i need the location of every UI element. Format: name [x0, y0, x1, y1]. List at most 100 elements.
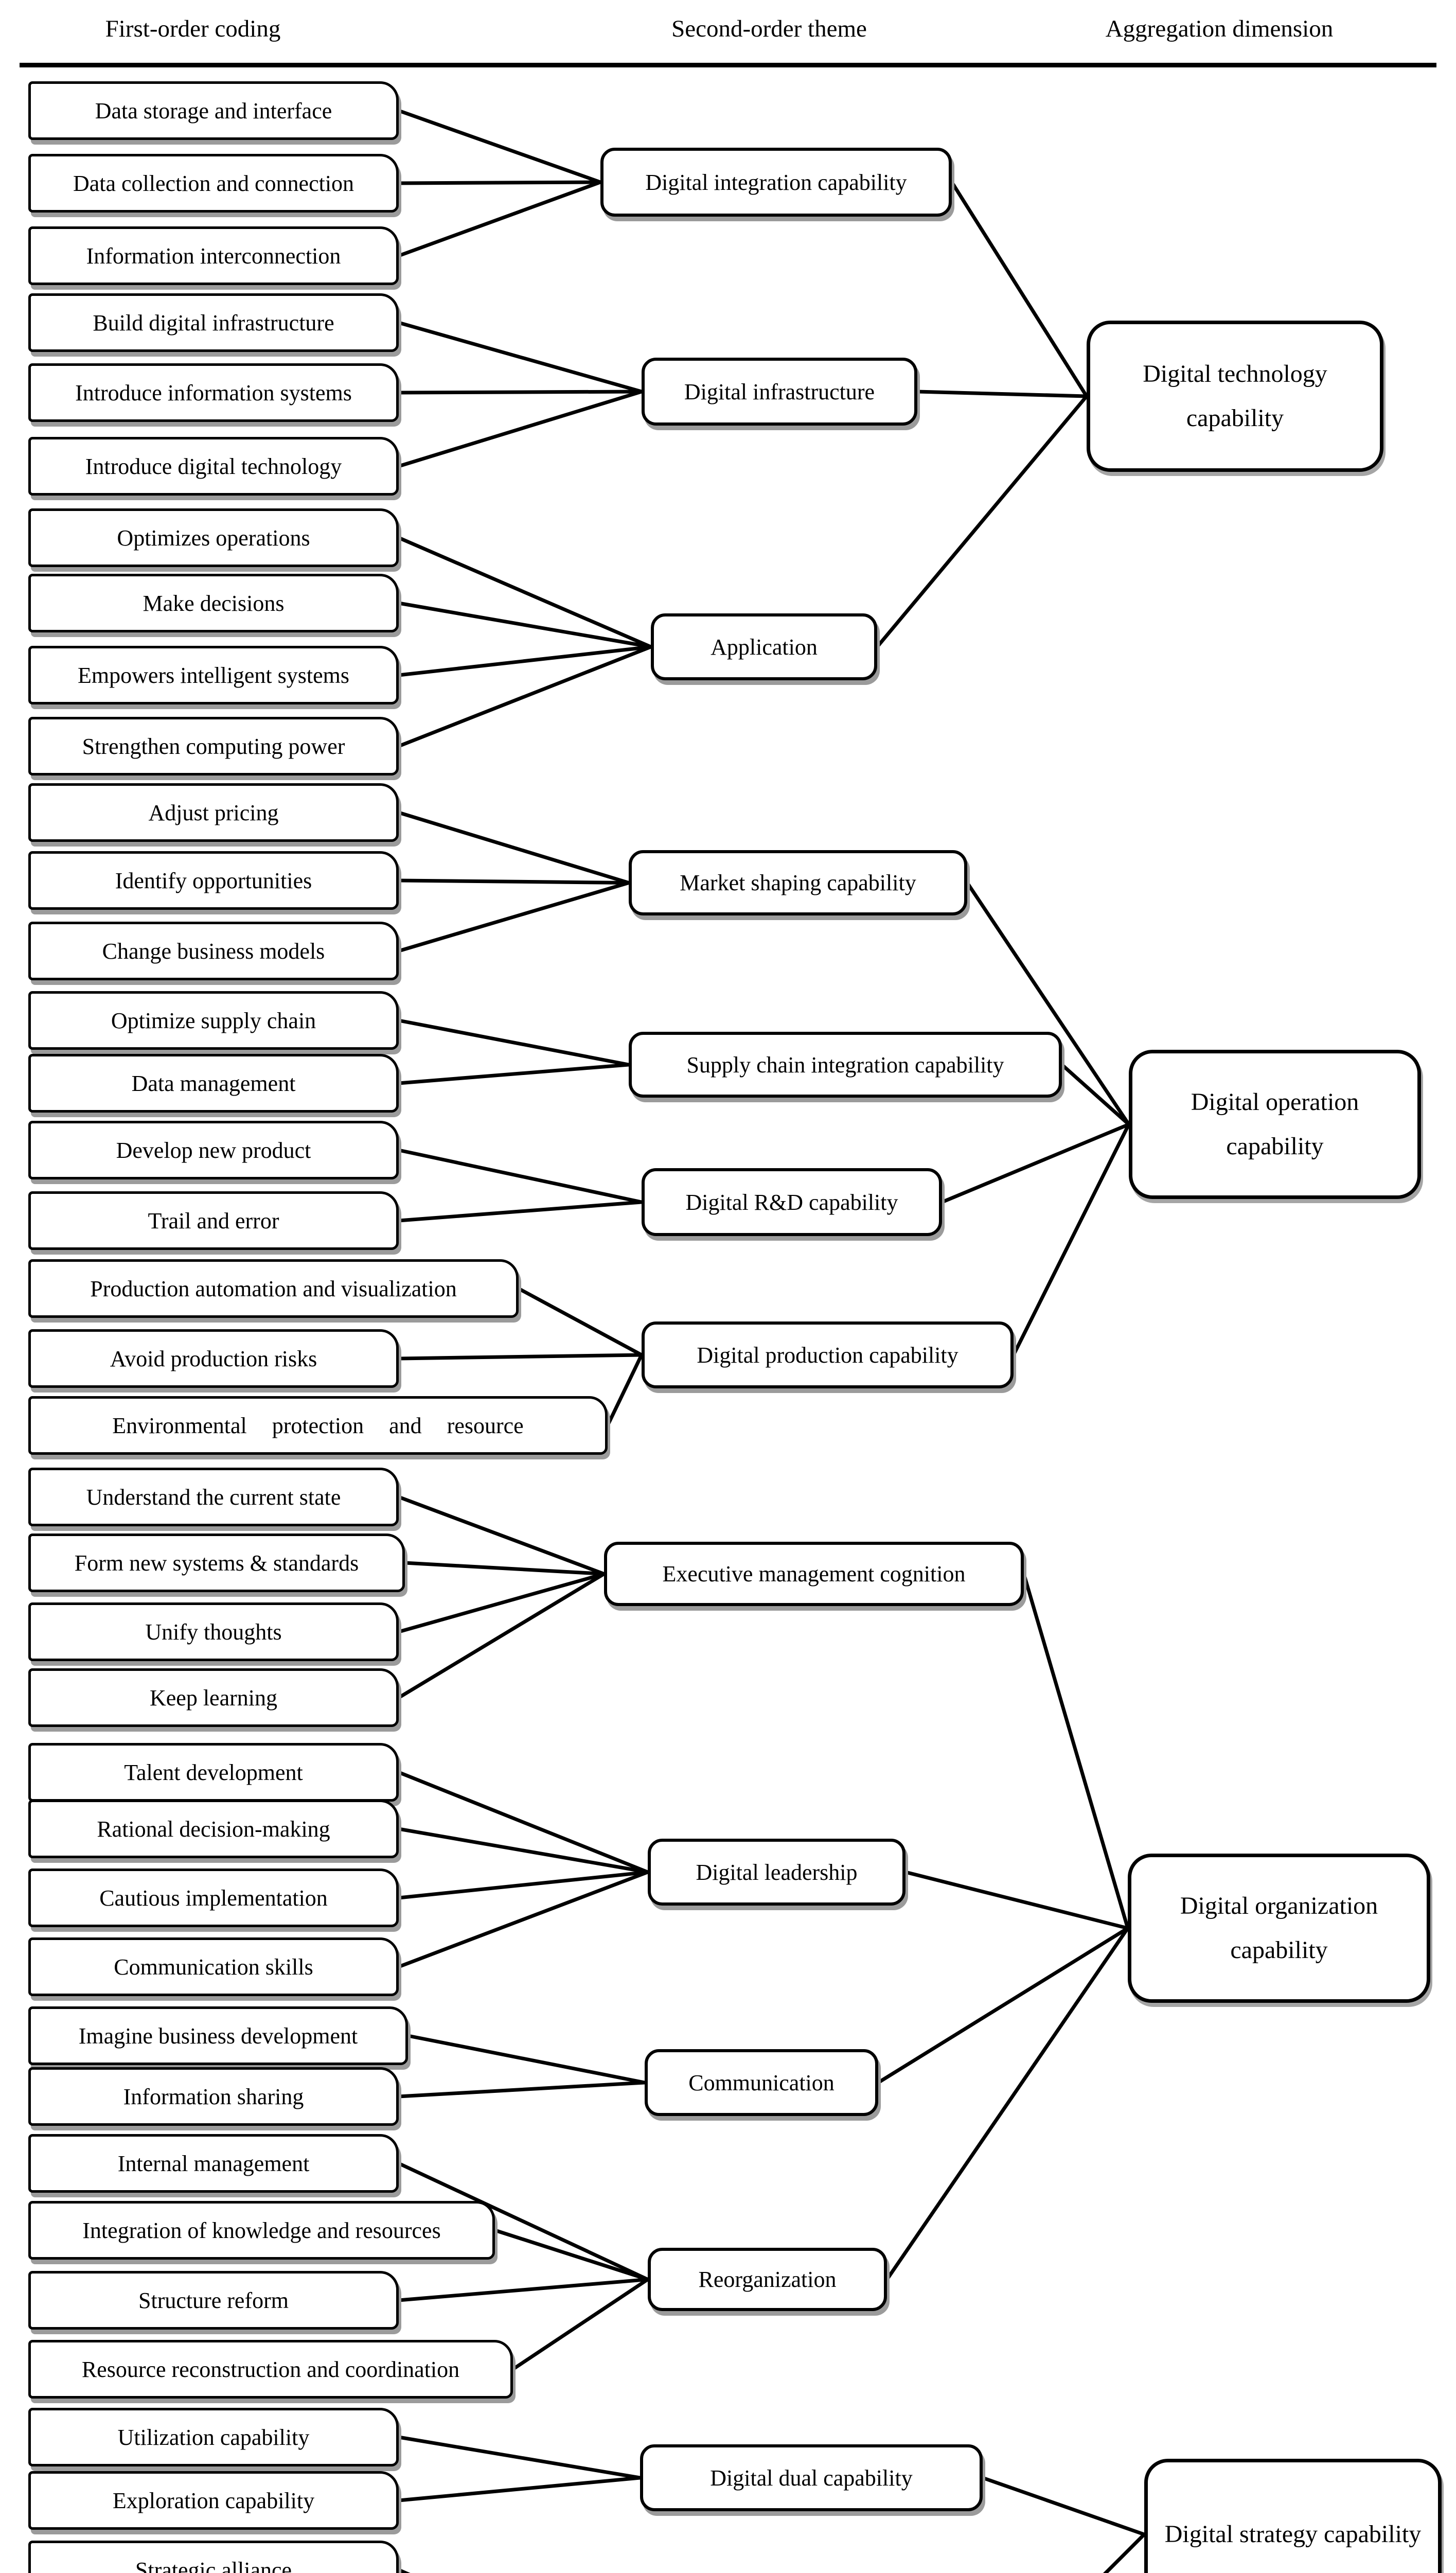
first-order-code-box: Internal management	[28, 2134, 399, 2193]
first-order-code-box: Identify opportunities	[28, 851, 399, 910]
first-order-code-box: Data management	[28, 1054, 399, 1113]
connector-line	[398, 1827, 648, 1874]
first-order-code-box: Structure reform	[28, 2271, 399, 2330]
first-order-code-box: Strategic alliance	[28, 2541, 399, 2573]
connector-line	[398, 645, 652, 748]
connector-line	[398, 390, 642, 395]
first-order-code-box: Environmental protection and resource	[28, 1396, 608, 1455]
second-order-theme-box: Supply chain integration capability	[629, 1032, 1062, 1098]
connector-line	[941, 1122, 1130, 1204]
connector-line	[398, 321, 642, 394]
connector-line	[1011, 1123, 1131, 1356]
first-order-code-box: Adjust pricing	[28, 783, 399, 842]
connector-line	[885, 1927, 1129, 2281]
connector-line	[398, 1018, 629, 1067]
connector-line	[404, 1561, 605, 1576]
first-order-code-box: Avoid production risks	[28, 1329, 399, 1388]
connector-line	[398, 645, 651, 677]
first-order-code-box: Optimizes operations	[28, 508, 399, 567]
connector-line	[398, 1063, 629, 1085]
first-order-code-box: Unify thoughts	[28, 1602, 399, 1661]
first-order-code-box: Develop new product	[28, 1121, 399, 1179]
connector-line	[398, 2278, 648, 2302]
first-order-code-box: Form new systems & standards	[28, 1534, 405, 1592]
connector-line	[398, 2081, 645, 2099]
connector-line	[950, 181, 1088, 397]
first-order-code-box: Resource reconstruction and coordination	[28, 2340, 513, 2399]
first-order-code-box: Integration of knowledge and resources	[28, 2201, 495, 2260]
first-order-code-box: Imagine business development	[28, 2006, 408, 2065]
connector-line	[398, 2435, 641, 2480]
first-order-code-box: Introduce digital technology	[28, 437, 399, 496]
connector-line	[905, 1870, 1128, 1930]
connector-line	[398, 1353, 642, 1361]
first-order-code-box: Utilization capability	[28, 2408, 399, 2466]
first-order-code-box: Information sharing	[28, 2067, 399, 2126]
first-order-code-box: Production automation and visualization	[28, 1259, 519, 1318]
second-order-theme-box: Digital production capability	[642, 1321, 1014, 1388]
connector-line	[398, 810, 630, 885]
second-order-theme-box: Digital dual capability	[640, 2444, 983, 2511]
first-order-code-box: Information interconnection	[28, 226, 399, 285]
first-order-code-box: Empowers intelligent systems	[28, 646, 399, 704]
second-order-theme-box: Digital infrastructure	[642, 358, 917, 426]
connector-line	[398, 878, 629, 885]
connector-line	[518, 1286, 643, 1357]
second-order-theme-box: Reorganization	[648, 2248, 887, 2311]
first-order-code-box: Cautious implementation	[28, 1869, 399, 1927]
connector-line	[398, 1495, 605, 1576]
connector-line	[398, 180, 601, 185]
aggregation-dimension-box: Digital operation capability	[1129, 1050, 1421, 1199]
first-order-code-box: Optimize supply chain	[28, 991, 399, 1050]
connector-line	[512, 2278, 649, 2371]
connector-line	[982, 2476, 1145, 2536]
second-order-theme-box: Executive management cognition	[604, 1542, 1024, 1606]
column-header-aggregation-dimension: Aggregation dimension	[1105, 15, 1334, 42]
first-order-code-box: Keep learning	[28, 1668, 399, 1727]
connector-line	[398, 1148, 642, 1204]
aggregation-dimension-box: Digital organization capability	[1128, 1854, 1430, 2003]
connector-line	[398, 1770, 649, 1874]
second-order-theme-box: Digital R&D capability	[642, 1168, 942, 1236]
connector-line	[1060, 1063, 1130, 1126]
first-order-code-box: Talent development	[28, 1743, 399, 1802]
header-divider-line	[20, 63, 1436, 67]
connector-line	[876, 395, 1088, 648]
connector-line	[877, 1927, 1129, 2084]
connector-line	[398, 536, 652, 649]
connector-line	[1103, 2533, 1146, 2573]
connector-line	[398, 881, 629, 953]
connector-line	[398, 2568, 411, 2573]
connector-line	[917, 390, 1087, 398]
connector-line	[398, 2161, 649, 2281]
connector-line	[398, 1572, 605, 1699]
connector-line	[398, 601, 651, 649]
first-order-code-box: Make decisions	[28, 574, 399, 632]
connector-line	[398, 1572, 605, 1634]
first-order-code-box: Strengthen computing power	[28, 717, 399, 776]
connector-line	[494, 2228, 649, 2281]
first-order-code-box: Introduce information systems	[28, 363, 399, 422]
first-order-code-box: Understand the current state	[28, 1468, 399, 1526]
connector-line	[407, 2034, 645, 2085]
first-order-code-box: Data storage and interface	[28, 81, 399, 140]
column-header-first-order-coding: First-order coding	[105, 15, 281, 42]
second-order-theme-box: Digital leadership	[648, 1839, 905, 1906]
second-order-theme-box: Market shaping capability	[629, 850, 967, 915]
connector-line	[398, 180, 601, 258]
connector-line	[398, 2476, 641, 2502]
first-order-code-box: Communication skills	[28, 1937, 399, 1996]
connector-line	[398, 109, 601, 184]
second-order-theme-box: Application	[651, 613, 877, 680]
first-order-code-box: Rational decision-making	[28, 1800, 399, 1858]
first-order-code-box: Trail and error	[28, 1191, 399, 1250]
first-order-code-box: Exploration capability	[28, 2471, 399, 2530]
connector-line	[398, 390, 643, 468]
second-order-theme-box: Communication	[645, 2049, 878, 2116]
connector-line	[966, 882, 1130, 1125]
first-order-code-box: Build digital infrastructure	[28, 293, 399, 352]
connector-line	[606, 1354, 644, 1426]
second-order-theme-box: Digital integration capability	[600, 148, 952, 217]
